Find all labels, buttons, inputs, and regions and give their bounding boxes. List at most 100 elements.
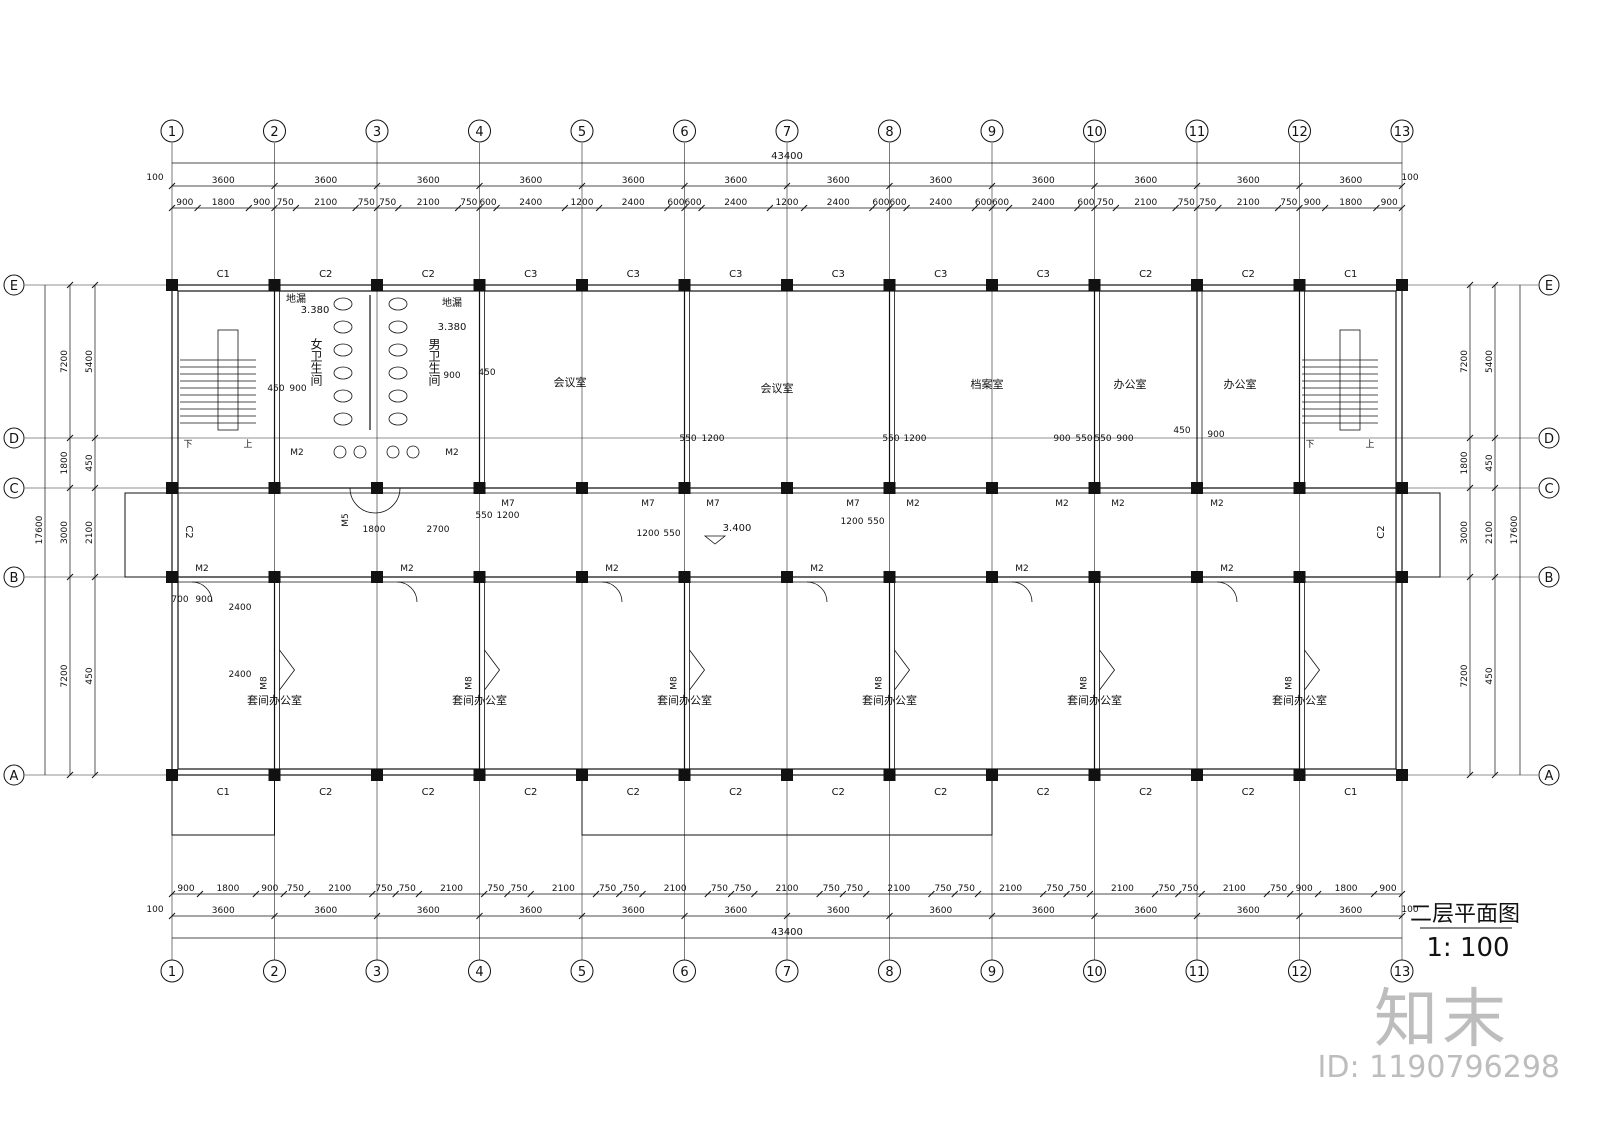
stair-down-label: 下 [183, 440, 192, 450]
room-label-women-wc: 女卫生间 [309, 337, 323, 386]
bottom-bay-dim-tick [1091, 912, 1098, 920]
detail-dim: 1200 [497, 511, 520, 521]
side-dim-tick [91, 573, 99, 581]
stair-well [1339, 329, 1361, 431]
stair-east: 下上 [1302, 329, 1378, 450]
top-detail-dim-tick [1274, 204, 1282, 212]
detail-dim: 900 [1207, 430, 1224, 440]
side-dim-value: 1800 [60, 451, 70, 474]
window-label-north: C3 [1037, 269, 1050, 280]
grid-bubble [775, 959, 799, 983]
grid-bubble [1538, 477, 1560, 499]
room-label-suite: 套间办公室 [1272, 693, 1327, 707]
grid-bubble [1288, 119, 1311, 143]
side-dim-tick [66, 573, 74, 581]
grid-label-11: 11 [1189, 125, 1206, 140]
bottom-detail-dim-tick [615, 890, 623, 898]
detail-dim: 550 [867, 517, 884, 527]
detail-dim: 900 [1116, 434, 1133, 444]
bottom-detail-dim-value: 750 [1181, 884, 1198, 894]
sink-fixture [386, 445, 400, 459]
bottom-detail-dim-tick [392, 890, 399, 898]
grid-bubble [570, 119, 594, 143]
side-dim-value: 7200 [1460, 664, 1470, 687]
top-bay-dim-tick [476, 182, 483, 190]
grid-label-1: 1 [168, 965, 176, 980]
door-label-office: M2 [1015, 564, 1029, 574]
door-label-suite: M8 [465, 676, 475, 690]
bottom-detail-dim-tick [480, 890, 488, 898]
top-detail-dim-tick [1074, 204, 1081, 212]
bottom-detail-dim-tick [1063, 890, 1070, 898]
bottom-detail-dim-value: 750 [622, 884, 639, 894]
structural-column [678, 482, 691, 494]
top-detail-dim-tick [194, 204, 201, 212]
bottom-detail-dim-tick [1175, 890, 1182, 898]
bottom-detail-dim-tick [974, 890, 982, 898]
grid-bubble [980, 119, 1004, 143]
window-label-south: C2 [1139, 787, 1152, 798]
watermark-logo: 知末 [1374, 983, 1510, 1057]
top-detail-dim-value: 600 [889, 198, 906, 208]
structural-column [473, 482, 486, 494]
bottom-detail-dim-value: 750 [711, 884, 728, 894]
door-label-corridor: M2 [1210, 499, 1224, 509]
side-dim-tick [66, 484, 74, 492]
grid-label-C: C [9, 482, 18, 497]
top-detail-dim-tick [1373, 204, 1380, 212]
door-label-screen: M7 [846, 499, 860, 509]
bottom-detail-dim-value: 750 [1046, 884, 1063, 894]
top-detail-dim-tick [476, 204, 483, 212]
structural-column [1088, 279, 1101, 291]
grid-bubble [3, 427, 25, 449]
door-label-office: M2 [400, 564, 414, 574]
office-door-swing [396, 581, 418, 603]
bottom-bay-dim-value: 3600 [1134, 906, 1157, 916]
top-detail-dim-value: 600 [872, 198, 889, 208]
toilet-fixture [333, 343, 353, 357]
top-bay-dim-value: 3600 [1134, 176, 1157, 186]
side-dim-value: 2100 [85, 521, 95, 544]
top-detail-dim-value: 1800 [1339, 198, 1362, 208]
bottom-detail-dim-tick [168, 890, 176, 898]
bottom-detail-dim-value: 750 [599, 884, 616, 894]
grid-bubble [1288, 959, 1311, 983]
toilet-fixture [388, 297, 408, 311]
grid-bubble [3, 477, 25, 499]
bottom-detail-dim-tick [951, 890, 959, 898]
detail-dim: 550 [1075, 434, 1092, 444]
bottom-detail-dim-value: 750 [1270, 884, 1287, 894]
watermark-id: ID: 1190796298 [1317, 1050, 1560, 1085]
top-bay-dim-value: 3600 [1339, 176, 1362, 186]
door-label-suite: M8 [1080, 676, 1090, 690]
grid-label-3: 3 [373, 965, 381, 980]
top-detail-dim-value: 2100 [314, 198, 337, 208]
room-label-meeting-2: 会议室 [761, 381, 794, 395]
edge-offset-dim: 100 [1401, 905, 1418, 915]
detail-dim: 900 [1053, 434, 1070, 444]
top-bay-dim-tick [886, 182, 893, 190]
detail-dim: 550 [882, 434, 899, 444]
bottom-bay-dim-tick [1296, 912, 1303, 920]
top-detail-dim-tick [1398, 204, 1406, 212]
structural-column [781, 482, 793, 494]
detail-dim: 900 [195, 595, 212, 605]
bottom-detail-dim-tick [504, 890, 511, 898]
top-detail-dim-tick [1193, 204, 1201, 212]
top-detail-dim-value: 900 [1381, 198, 1398, 208]
window-label-north: C1 [1344, 269, 1357, 280]
bottom-detail-dim-value: 750 [1070, 884, 1087, 894]
top-detail-dim-tick [766, 204, 774, 212]
side-dim-value: 2100 [1485, 521, 1495, 544]
grid-label-6: 6 [680, 125, 688, 140]
structural-column [371, 571, 383, 583]
top-bay-dim-tick [1296, 182, 1303, 190]
top-detail-dim-tick [1005, 204, 1013, 212]
toilet-fixture [333, 297, 353, 311]
grid-label-A: A [10, 769, 19, 784]
grid-label-5: 5 [578, 125, 586, 140]
bottom-detail-dim-tick [303, 890, 311, 898]
window-label-north: C3 [524, 269, 537, 280]
top-detail-dim-value: 2400 [827, 198, 850, 208]
bottom-detail-dim-value: 2100 [887, 884, 910, 894]
